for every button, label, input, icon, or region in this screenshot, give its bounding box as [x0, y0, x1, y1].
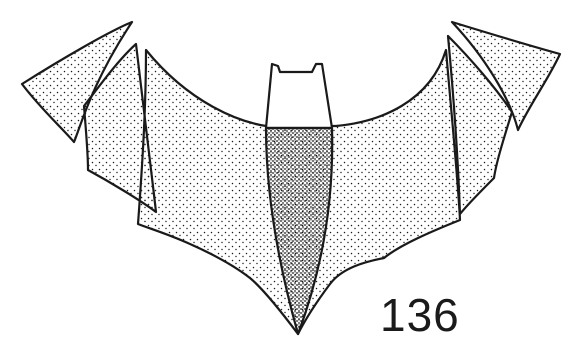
figure-number: 136 [380, 290, 460, 340]
bat-head [266, 64, 332, 128]
